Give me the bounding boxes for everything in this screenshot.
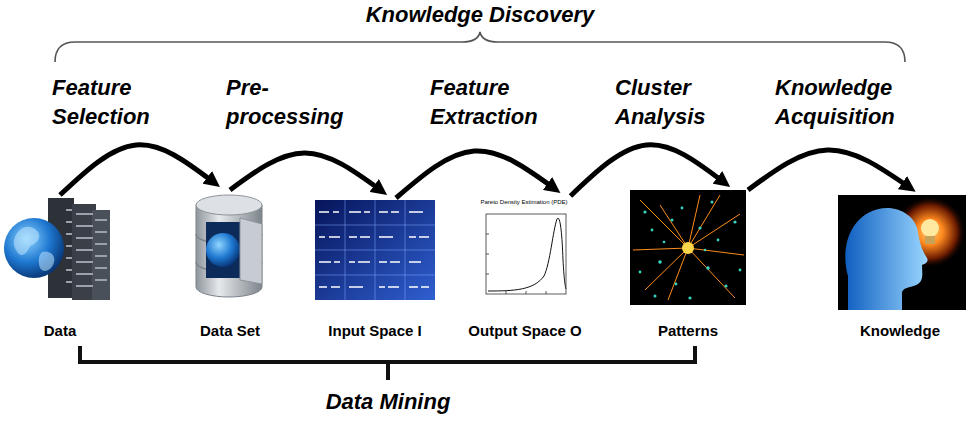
head-silhouette xyxy=(845,208,927,310)
grid-digits xyxy=(319,212,429,287)
density-curve xyxy=(488,218,566,291)
track-lines xyxy=(633,195,744,300)
collision-core xyxy=(682,242,694,254)
grid-panel xyxy=(315,200,435,300)
cylinder-top xyxy=(196,195,262,215)
scatter-icon xyxy=(630,190,746,305)
plot-background xyxy=(476,197,572,301)
scatter-background xyxy=(630,190,746,305)
curved-arrow xyxy=(748,150,907,190)
curved-arrow xyxy=(60,145,212,195)
node-caption: Data Set xyxy=(200,322,260,340)
step-label: Knowledge Acquisition xyxy=(775,74,915,131)
node-caption: Data xyxy=(44,322,77,340)
step-label: Feature Selection xyxy=(52,74,182,131)
scatter-dots xyxy=(639,201,742,300)
icon-node: Data xyxy=(5,195,115,340)
title-holder: Knowledge Discovery xyxy=(0,2,960,28)
database-door-opening xyxy=(206,222,240,278)
plot-ticks xyxy=(486,234,546,294)
node-caption: Knowledge xyxy=(860,322,940,340)
label-holder: Data Mining xyxy=(188,389,588,414)
icon-node: Input Space I xyxy=(305,198,445,340)
database-door xyxy=(240,218,262,284)
step-label-holder: Cluster Analysis xyxy=(615,74,735,131)
icon-node: Knowledge xyxy=(835,195,965,340)
globe-land xyxy=(14,227,54,271)
icon-node: Data Set xyxy=(180,190,280,340)
label-holder: Pareto Density Estimation (PDE) xyxy=(476,199,572,206)
bottom-bracket xyxy=(80,346,695,380)
grid-lines xyxy=(315,200,435,300)
globe xyxy=(4,218,64,278)
node-caption: Output Space O xyxy=(468,322,581,340)
icon-node: Output Space O xyxy=(464,196,585,340)
top-bracket xyxy=(55,32,905,62)
step-label-holder: Knowledge Acquisition xyxy=(775,74,915,131)
bulb-base xyxy=(925,236,935,244)
step-label-holder: Pre- processing xyxy=(226,74,351,131)
step-label: Cluster Analysis xyxy=(615,74,735,131)
step-label-holder: Feature Extraction xyxy=(430,74,560,131)
database-icon xyxy=(196,195,262,297)
number-grid-icon xyxy=(315,200,435,300)
bulb-glass xyxy=(921,219,939,237)
idea-icon xyxy=(838,195,966,310)
curved-arrow xyxy=(571,145,723,196)
node-caption: Patterns xyxy=(658,322,718,340)
icon-node: Patterns xyxy=(628,190,748,340)
density-plot-icon xyxy=(476,197,572,301)
step-label-holder: Feature Selection xyxy=(52,74,182,131)
step-label: Pre- processing xyxy=(226,74,351,131)
plot-frame xyxy=(486,214,566,294)
bracket-label: Data Mining xyxy=(188,389,588,414)
cylinder-body xyxy=(196,205,262,297)
diagram-title: Knowledge Discovery xyxy=(366,2,595,28)
globe xyxy=(206,233,240,267)
idea-background xyxy=(838,195,966,310)
curved-arrow xyxy=(230,153,379,190)
node-caption: Input Space I xyxy=(328,322,421,340)
server-icon xyxy=(4,198,110,300)
chart-title: Pareto Density Estimation (PDE) xyxy=(476,199,572,206)
curved-arrow xyxy=(396,151,552,198)
server-slots xyxy=(66,210,107,286)
step-label: Feature Extraction xyxy=(430,74,560,131)
